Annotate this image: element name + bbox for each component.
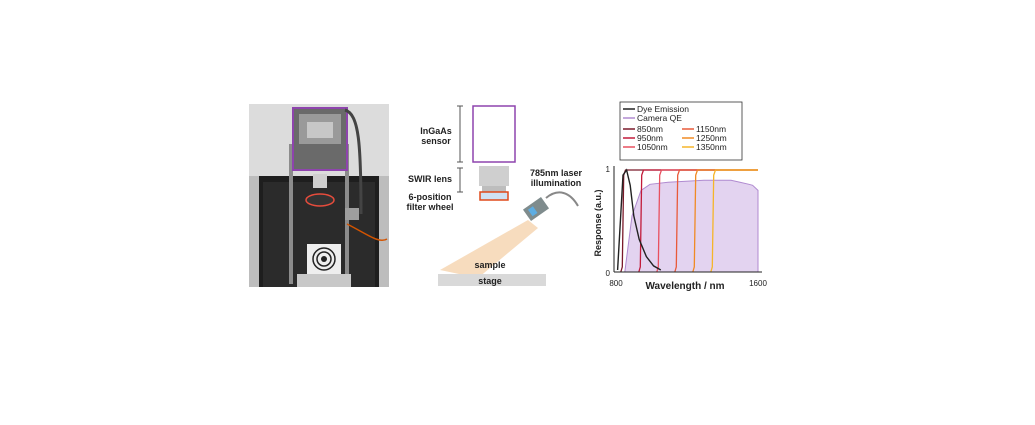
legend-entry: 950nm (637, 133, 663, 143)
legend-entry: Camera QE (637, 113, 682, 123)
lens-body (479, 166, 509, 186)
lens-label: SWIR lens (407, 174, 452, 184)
series-filter-1150nm (674, 169, 758, 273)
sensor-box (472, 105, 516, 163)
legend-entry: 1050nm (637, 142, 668, 152)
laser-head (522, 196, 550, 222)
legend-box (619, 101, 743, 161)
x-tick-label: 800 (609, 279, 623, 288)
stage-bar (438, 274, 546, 286)
x-axis-label: Wavelength / nm (645, 281, 724, 292)
y-tick-label: 1 (606, 165, 611, 174)
legend-entry: 1150nm (696, 124, 726, 134)
legend-entry: 1350nm (696, 142, 727, 152)
legend-entry: Dye Emission (637, 104, 689, 114)
series-filter-1250nm (692, 169, 758, 273)
series-camera-qe (624, 179, 759, 273)
legend-entry: 850nm (637, 124, 663, 134)
instrument-photo-drawing (249, 104, 389, 287)
y-tick-label: 0 (606, 269, 611, 278)
series-filter-1350nm (710, 169, 758, 273)
y-axis-label: Response (a.u.) (593, 189, 603, 256)
imaging-schematic: InGaAs sensor SWIR lens 6-position filte… (400, 100, 600, 295)
instrument-photo (249, 104, 389, 287)
laser-label: 785nm laser illumination (529, 168, 583, 188)
series-dye-emission (616, 168, 662, 271)
filter-wheel-label: 6-position filter wheel (406, 192, 454, 212)
filter-wheel (479, 191, 509, 201)
legend-entry: 1250nm (696, 133, 727, 143)
stage-label: stage (478, 276, 502, 286)
sample-label: sample (474, 260, 506, 270)
x-tick-label: 1600 (749, 279, 767, 288)
sensor-label: InGaAs sensor (420, 126, 452, 146)
laser-beam (440, 220, 538, 278)
schematic-drawing (438, 105, 579, 286)
